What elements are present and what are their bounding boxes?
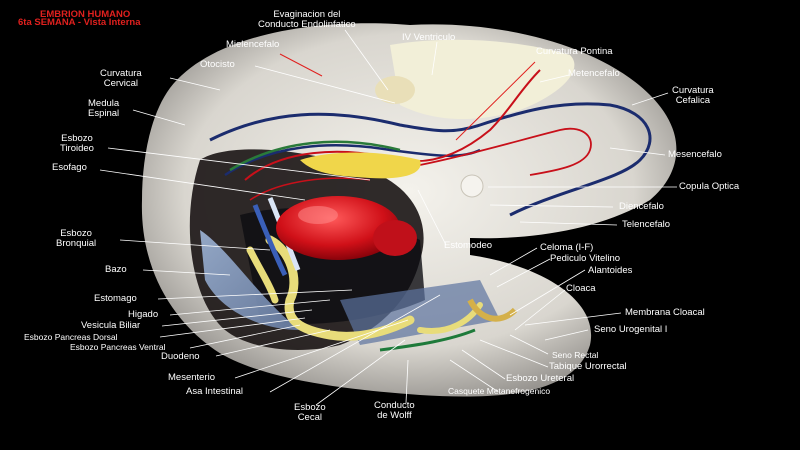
title-line-1: EMBRION HUMANO <box>40 9 131 20</box>
label-curvatura-cervical: Curvatura Cervical <box>100 68 142 89</box>
label-pancreas-ventral: Esbozo Pancreas Ventral <box>70 342 166 352</box>
title-line-2: 6ta SEMANA - Vista Interna <box>18 17 141 28</box>
optic-cup <box>460 174 484 198</box>
label-mesenterio: Mesenterio <box>168 372 215 383</box>
label-curvatura-pontina: Curvatura Pontina <box>536 46 613 57</box>
label-esbozo-ureteral: Esbozo Ureteral <box>506 373 575 384</box>
label-higado: Higado <box>128 309 159 320</box>
label-esbozo-tiroideo: Esbozo Tiroideo <box>60 133 94 154</box>
label-pancreas-dorsal: Esbozo Pancreas Dorsal <box>24 332 118 342</box>
label-mielencefalo: Mielencefalo <box>226 39 280 50</box>
label-mesencefalo: Mesencefalo <box>668 149 722 160</box>
label-duodeno: Duodeno <box>161 351 200 362</box>
label-medula-espinal: Medula Espinal <box>88 98 120 119</box>
label-membrana-cloacal: Membrana Cloacal <box>625 307 705 318</box>
label-asa-intestinal: Asa Intestinal <box>186 386 244 397</box>
label-otocisto: Otocisto <box>200 59 235 70</box>
label-tabique-urorrectal: Tabique Urorrectal <box>549 361 627 372</box>
label-estomodeo: Estomodeo <box>444 240 493 251</box>
label-metencefalo: Metencefalo <box>568 68 620 79</box>
label-esbozo-bronquial: Esbozo Bronquial <box>56 228 97 249</box>
label-diencefalo: Diencefalo <box>619 201 664 212</box>
label-copula-optica: Copula Optica <box>679 181 740 192</box>
label-evaginacion: Evaginacion del Conducto Endolinfatico <box>258 9 356 30</box>
label-alantoides: Alantoides <box>588 265 633 276</box>
label-seno-urogenital: Seno Urogenital I <box>594 324 668 335</box>
label-estomago: Estomago <box>94 293 137 304</box>
label-esbozo-cecal: Esbozo Cecal <box>294 402 326 423</box>
label-curvatura-cefalica: Curvatura Cefalica <box>672 85 714 106</box>
label-iv-ventriculo: IV Ventriculo <box>402 32 456 43</box>
label-esofago: Esofago <box>52 162 87 173</box>
label-vesicula-biliar: Vesicula Biliar <box>81 320 141 331</box>
label-celoma: Celoma (I-F) <box>540 242 594 253</box>
label-seno-rectal: Seno Rectal <box>552 350 599 360</box>
label-pediculo-vitelino: Pediculo Vitelino <box>550 253 621 264</box>
label-cloaca: Cloaca <box>566 283 596 294</box>
label-conducto-wolff: Conducto de Wolff <box>374 400 415 421</box>
label-casquete-metanefrogenico: Casquete Metanefrogenico <box>448 386 551 396</box>
label-telencefalo: Telencefalo <box>622 219 671 230</box>
label-bazo: Bazo <box>105 264 127 275</box>
